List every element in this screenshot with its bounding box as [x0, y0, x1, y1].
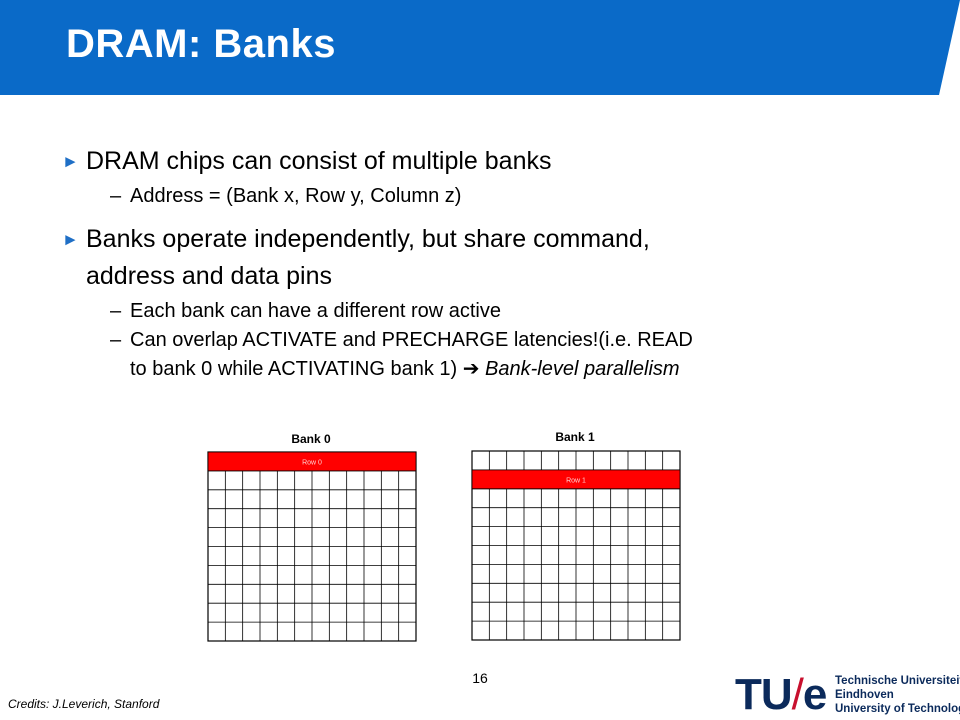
bank-0-label: Bank 0: [291, 432, 331, 446]
bullet-arrow-icon: ►: [62, 230, 79, 249]
page-number: 16: [472, 670, 488, 686]
tue-logo-text: Technische Universiteit Eindhoven Univer…: [835, 675, 960, 715]
bullet-text: DRAM chips can consist of multiple banks: [86, 147, 552, 175]
active-row: [207, 451, 417, 472]
bullet-list: ► DRAM chips can consist of multiple ban…: [62, 143, 922, 384]
sub-bullet-text: Each bank can have a different row activ…: [130, 300, 501, 322]
slide-title: DRAM: Banks: [66, 22, 336, 66]
sub-bullet-dash: –: [110, 300, 122, 322]
bullet-multiple-banks: ► DRAM chips can consist of multiple ban…: [62, 143, 922, 211]
bullet-text-line1: Banks operate independently, but share c…: [86, 225, 650, 253]
bank-0-array: Row 0: [207, 451, 417, 642]
active-row-label: Row 0: [302, 459, 322, 466]
sub-bullet-dash: –: [110, 185, 122, 207]
tue-logo-mark: TU/e: [735, 670, 827, 719]
credits-text: Credits: J.Leverich, Stanford: [8, 697, 160, 711]
header-band: [0, 0, 960, 95]
sub-bullet-address: – Address = (Bank x, Row y, Column z): [86, 182, 922, 211]
sub-bullet-overlap: – Can overlap ACTIVATE and PRECHARGE lat…: [86, 326, 922, 384]
tue-logo: TU/e Technische Universiteit Eindhoven U…: [735, 670, 960, 720]
sub-bullet-text: Address = (Bank x, Row y, Column z): [130, 185, 462, 207]
bank-1-array: Row 1: [471, 450, 681, 641]
right-arrow-icon: ➔: [462, 358, 480, 380]
sub-bullet-row-active: – Each bank can have a different row act…: [86, 297, 922, 326]
sub-bullet-text-line1: Can overlap ACTIVATE and PRECHARGE laten…: [130, 329, 693, 351]
active-row-label: Row 1: [566, 477, 586, 484]
active-row: [471, 469, 681, 490]
sub-bullet-text-line2: to bank 0 while ACTIVATING bank 1): [130, 358, 463, 380]
bank-1-label: Bank 1: [555, 430, 595, 444]
sub-bullet-dash: –: [110, 329, 122, 351]
bullet-arrow-icon: ►: [62, 152, 79, 171]
bullet-text-line2: address and data pins: [86, 262, 333, 290]
bank-level-parallelism-text: Bank-level parallelism: [479, 358, 680, 380]
bullet-banks-independent: ► Banks operate independently, but share…: [62, 221, 922, 384]
